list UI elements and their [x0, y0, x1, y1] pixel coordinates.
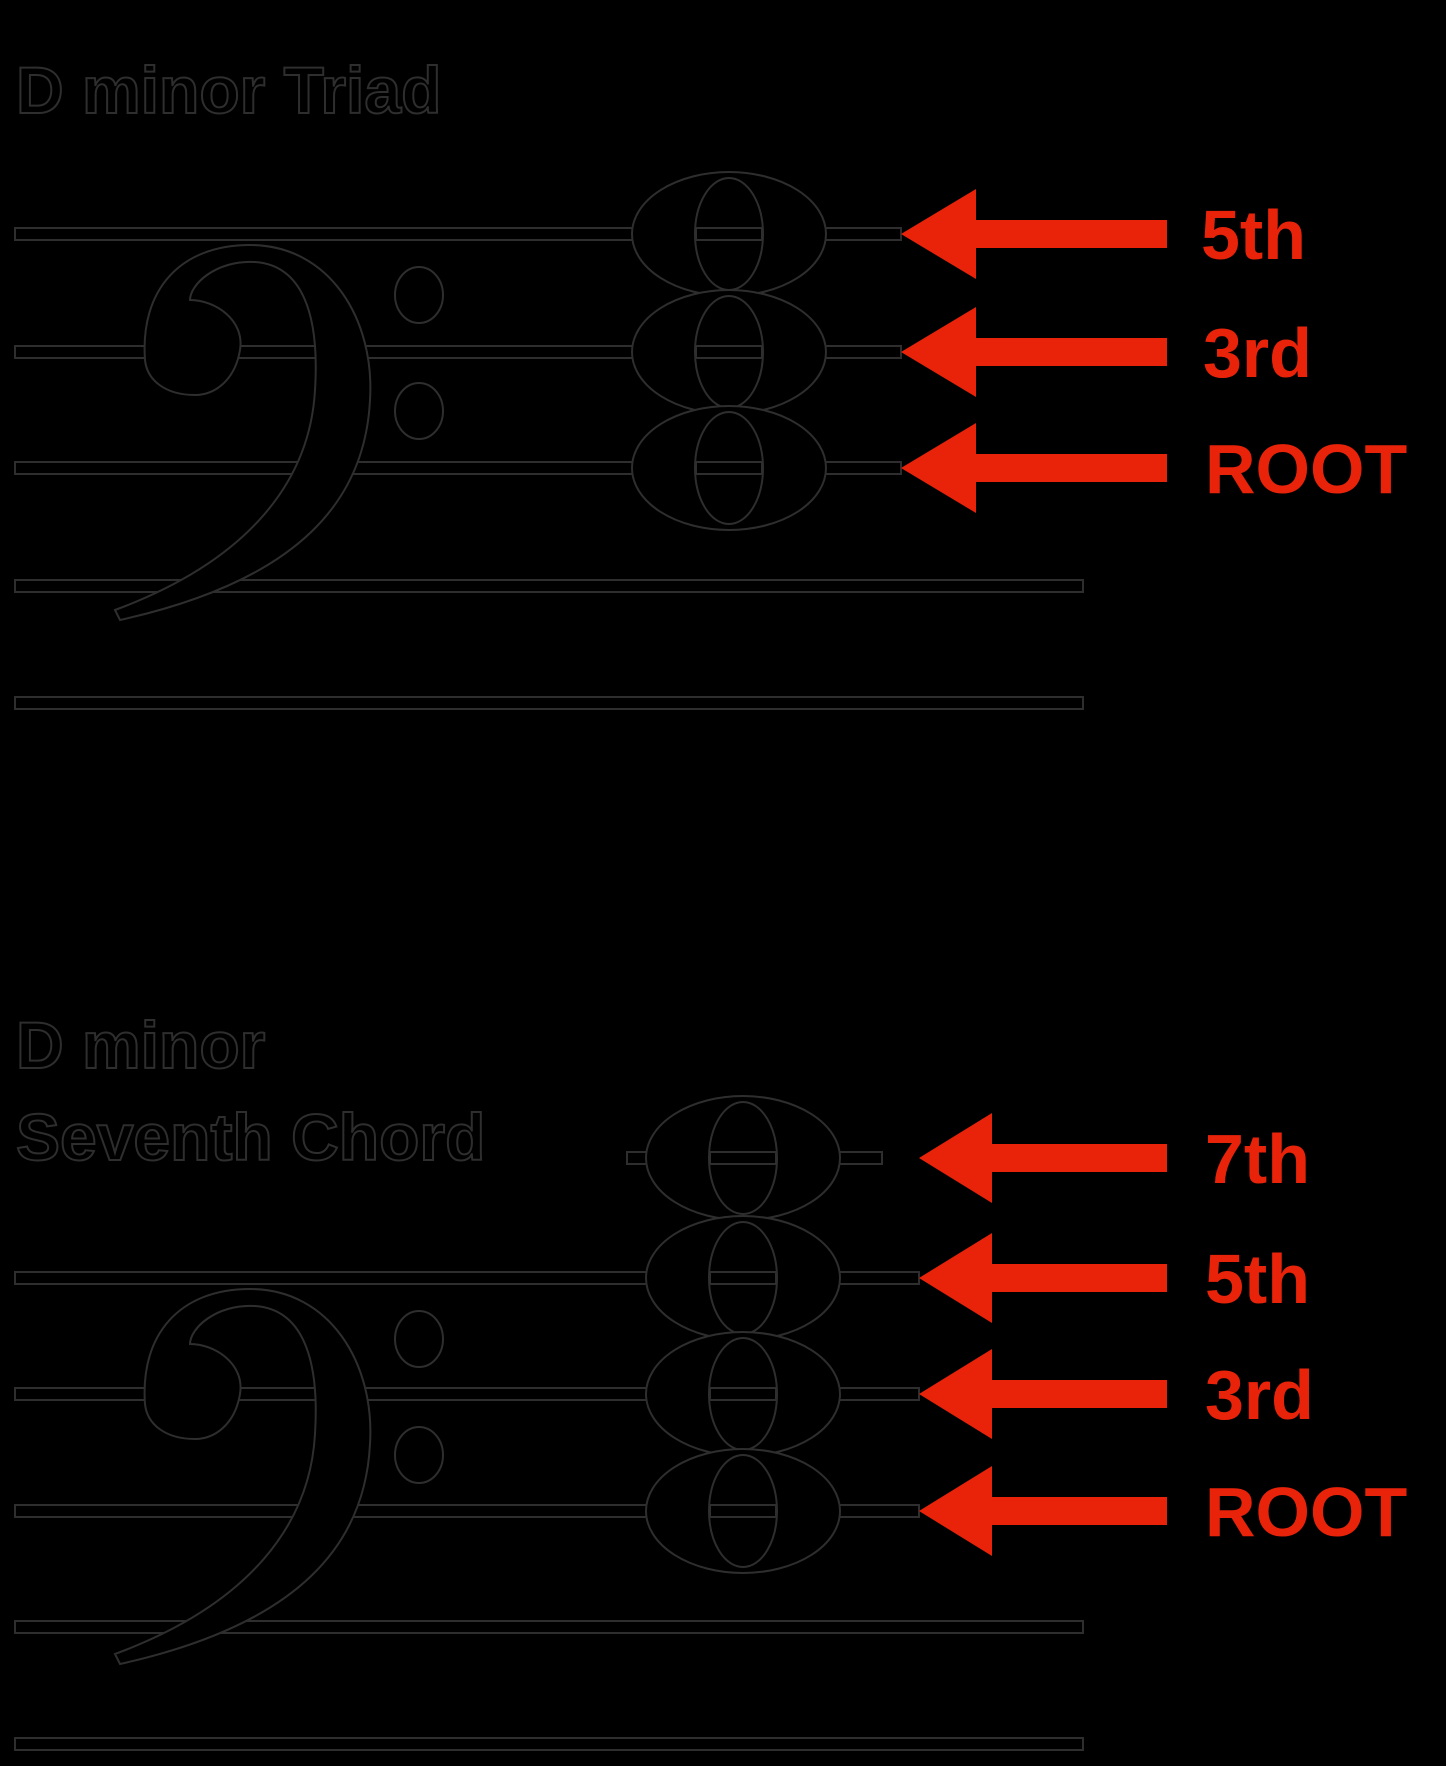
whole-note-root	[631, 405, 827, 531]
label-third: 3rd	[1205, 1356, 1314, 1434]
seventh-title-line1: D minor	[16, 1008, 265, 1082]
staff-line	[14, 696, 1084, 710]
arrow-left-icon	[901, 423, 1167, 513]
label-seventh: 7th	[1205, 1120, 1310, 1198]
whole-note-third	[631, 289, 827, 415]
staff-line	[14, 1620, 1084, 1634]
arrow-left-icon	[901, 189, 1167, 279]
triad-section: D minor Triad	[14, 52, 1407, 710]
label-fifth: 5th	[1201, 196, 1306, 274]
triad-title: D minor Triad	[16, 53, 441, 127]
triad-arrows	[901, 189, 1167, 513]
staff-line	[14, 579, 1084, 593]
arrow-left-icon	[901, 307, 1167, 397]
bass-clef-icon	[114, 1288, 444, 1665]
seventh-staff	[14, 1151, 1084, 1751]
seventh-section: D minor Seventh Chord	[14, 1007, 1407, 1751]
arrow-left-icon	[919, 1466, 1167, 1556]
arrow-left-icon	[919, 1349, 1167, 1439]
staff-line	[14, 1737, 1084, 1751]
label-third: 3rd	[1203, 314, 1312, 392]
whole-note-root	[645, 1448, 841, 1574]
label-fifth: 5th	[1205, 1240, 1310, 1318]
seventh-title-line2: Seventh Chord	[16, 1100, 485, 1174]
seventh-arrows	[919, 1113, 1167, 1556]
whole-note-fifth	[645, 1215, 841, 1341]
label-root: ROOT	[1205, 430, 1407, 508]
label-root: ROOT	[1205, 1473, 1407, 1551]
seventh-notes	[645, 1095, 841, 1574]
whole-note-third	[645, 1331, 841, 1457]
triad-notes	[631, 171, 827, 531]
whole-note-fifth	[631, 171, 827, 297]
arrow-left-icon	[919, 1113, 1167, 1203]
arrow-left-icon	[919, 1233, 1167, 1323]
whole-note-seventh	[645, 1095, 841, 1221]
bass-clef-icon	[114, 244, 444, 621]
